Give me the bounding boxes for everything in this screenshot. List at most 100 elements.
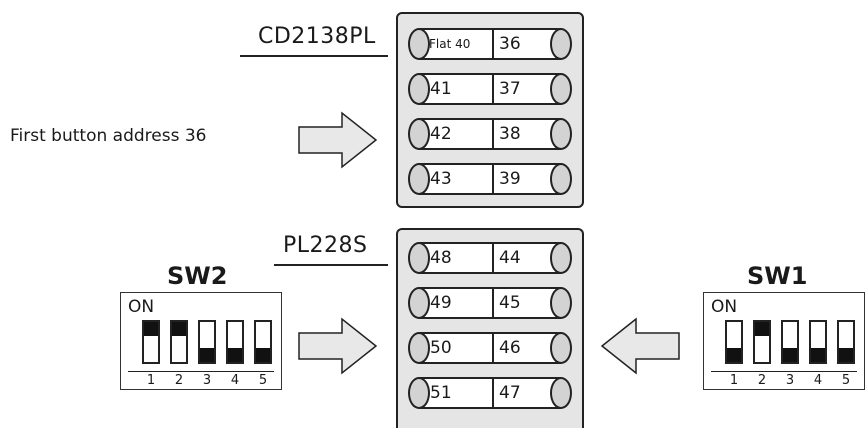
dip-switch-1[interactable]: [142, 320, 160, 364]
left-arrow-icon: [600, 317, 680, 375]
left-push-button[interactable]: [408, 118, 430, 150]
dip-switch-knob: [200, 348, 214, 362]
dip-switch-5[interactable]: [254, 320, 272, 364]
sw2-title: SW2: [167, 262, 228, 290]
dip-switch-4[interactable]: [809, 320, 827, 364]
dip-switch-number: 2: [174, 373, 184, 388]
button-row[interactable]: 43 39: [408, 163, 572, 195]
button-right-label: 38: [499, 124, 521, 144]
dip-switch-number: 3: [785, 373, 795, 388]
button-row[interactable]: 42 38: [408, 118, 572, 150]
dip-switch-2[interactable]: [753, 320, 771, 364]
dip-switch-knob: [839, 348, 853, 362]
row-divider: [492, 30, 494, 58]
dip-switch-number: 4: [230, 373, 240, 388]
row-divider: [492, 75, 494, 103]
button-left-label: 51: [430, 383, 452, 403]
dip-switch-number: 2: [757, 373, 767, 388]
button-left-label: 43: [430, 169, 452, 189]
dip-switch-1[interactable]: [725, 320, 743, 364]
dip-switch-knob: [811, 348, 825, 362]
row-label-area: 50 46: [419, 332, 561, 364]
dip-switch-knob: [727, 348, 741, 362]
row-divider: [492, 379, 494, 407]
dip-switch-number: 1: [729, 373, 739, 388]
button-row[interactable]: 48 44: [408, 242, 572, 274]
dip-switch-knob: [228, 348, 242, 362]
row-label-area: 42 38: [419, 118, 561, 150]
right-push-button[interactable]: [550, 287, 572, 319]
bottom-panel-title-underline: [274, 264, 388, 266]
button-left-label: Flat 40: [429, 37, 471, 51]
dip-baseline: [711, 371, 857, 372]
row-label-area: 49 45: [419, 287, 561, 319]
dip-baseline: [128, 371, 274, 372]
left-push-button[interactable]: [408, 28, 430, 60]
right-arrow-icon: [298, 111, 378, 169]
right-push-button[interactable]: [550, 242, 572, 274]
row-divider: [492, 120, 494, 148]
row-label-area: 51 47: [419, 377, 561, 409]
row-divider: [492, 244, 494, 272]
right-arrow-icon: [298, 317, 378, 375]
button-right-label: 44: [499, 248, 521, 268]
first-button-address-caption: First button address 36: [10, 126, 207, 146]
button-row[interactable]: Flat 40 36: [408, 28, 572, 60]
top-panel-title: CD2138PL: [258, 24, 376, 49]
button-left-label: 48: [430, 248, 452, 268]
bottom-button-panel: 48 44 49 45 50 46 51 47: [396, 228, 584, 428]
right-push-button[interactable]: [550, 28, 572, 60]
left-push-button[interactable]: [408, 73, 430, 105]
left-push-button[interactable]: [408, 242, 430, 274]
dip-switch-2[interactable]: [170, 320, 188, 364]
button-left-label: 49: [430, 293, 452, 313]
dip-switch-number: 5: [841, 373, 851, 388]
button-right-label: 39: [499, 169, 521, 189]
dip-switch-number: 4: [813, 373, 823, 388]
row-label-area: Flat 40 36: [419, 28, 561, 60]
button-row[interactable]: 51 47: [408, 377, 572, 409]
button-left-label: 41: [430, 79, 452, 99]
dip-switch-4[interactable]: [226, 320, 244, 364]
row-divider: [492, 289, 494, 317]
dip-switch-5[interactable]: [837, 320, 855, 364]
row-label-area: 43 39: [419, 163, 561, 195]
button-row[interactable]: 41 37: [408, 73, 572, 105]
left-push-button[interactable]: [408, 332, 430, 364]
dip-switch-knob: [172, 322, 186, 336]
button-row[interactable]: 49 45: [408, 287, 572, 319]
left-push-button[interactable]: [408, 377, 430, 409]
right-push-button[interactable]: [550, 377, 572, 409]
dip-switch-3[interactable]: [198, 320, 216, 364]
dip-switch-number: 5: [258, 373, 268, 388]
button-row[interactable]: 50 46: [408, 332, 572, 364]
top-button-panel: Flat 40 36 41 37 42 38 43 39: [396, 12, 584, 208]
sw1-title: SW1: [747, 262, 808, 290]
top-panel-title-underline: [240, 55, 388, 57]
left-push-button[interactable]: [408, 163, 430, 195]
row-divider: [492, 165, 494, 193]
right-push-button[interactable]: [550, 332, 572, 364]
button-left-label: 50: [430, 338, 452, 358]
right-push-button[interactable]: [550, 163, 572, 195]
button-left-label: 42: [430, 124, 452, 144]
dip-switch-knob: [783, 348, 797, 362]
dip-switch-knob: [144, 322, 158, 336]
right-push-button[interactable]: [550, 73, 572, 105]
button-right-label: 47: [499, 383, 521, 403]
button-right-label: 45: [499, 293, 521, 313]
dip-switch-knob: [256, 348, 270, 362]
dip-switch-number: 3: [202, 373, 212, 388]
row-divider: [492, 334, 494, 362]
dip-switch-3[interactable]: [781, 320, 799, 364]
dip-switch-number: 1: [146, 373, 156, 388]
left-push-button[interactable]: [408, 287, 430, 319]
button-right-label: 36: [499, 34, 521, 54]
dip-switch-knob: [755, 322, 769, 336]
button-right-label: 37: [499, 79, 521, 99]
bottom-panel-title: PL228S: [283, 233, 368, 258]
row-label-area: 48 44: [419, 242, 561, 274]
right-push-button[interactable]: [550, 118, 572, 150]
